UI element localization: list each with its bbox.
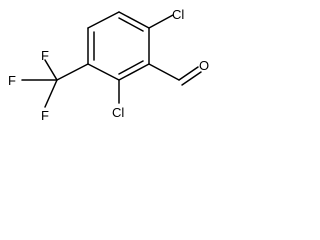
ring-double-bond-c5-c6: [118, 60, 144, 75]
fluorine-left-label: F: [8, 73, 16, 88]
bond-cho-o-double: [181, 71, 202, 86]
ring-bond-c4-c5: [87, 63, 120, 81]
bond-c4-cf3: [56, 63, 89, 81]
ring-bond-c5-c6: [118, 63, 150, 81]
benzene-ring: [87, 11, 150, 81]
bond-c1-cl: [148, 14, 174, 29]
fluorine-top-label: F: [41, 48, 49, 63]
chlorine-top-label: Cl: [172, 7, 184, 22]
structure-diagram: Cl Cl O F F F: [0, 0, 222, 138]
ring-double-bond-c1-c2: [118, 17, 144, 32]
bond-cf3-f-top: [44, 59, 58, 81]
ring-bond-c1-c2: [118, 11, 150, 29]
molecule-svg: Cl Cl O F F F: [8, 7, 209, 123]
ring-bond-c2-c3: [87, 11, 120, 29]
bond-c6-cho: [148, 63, 180, 81]
fluorine-bottom-label: F: [41, 108, 49, 123]
bond-cho-o: [178, 66, 199, 81]
aldehyde-oxygen-label: O: [199, 58, 209, 73]
bond-cf3-f-bottom: [44, 79, 58, 108]
chlorine-bottom-label: Cl: [112, 105, 124, 120]
